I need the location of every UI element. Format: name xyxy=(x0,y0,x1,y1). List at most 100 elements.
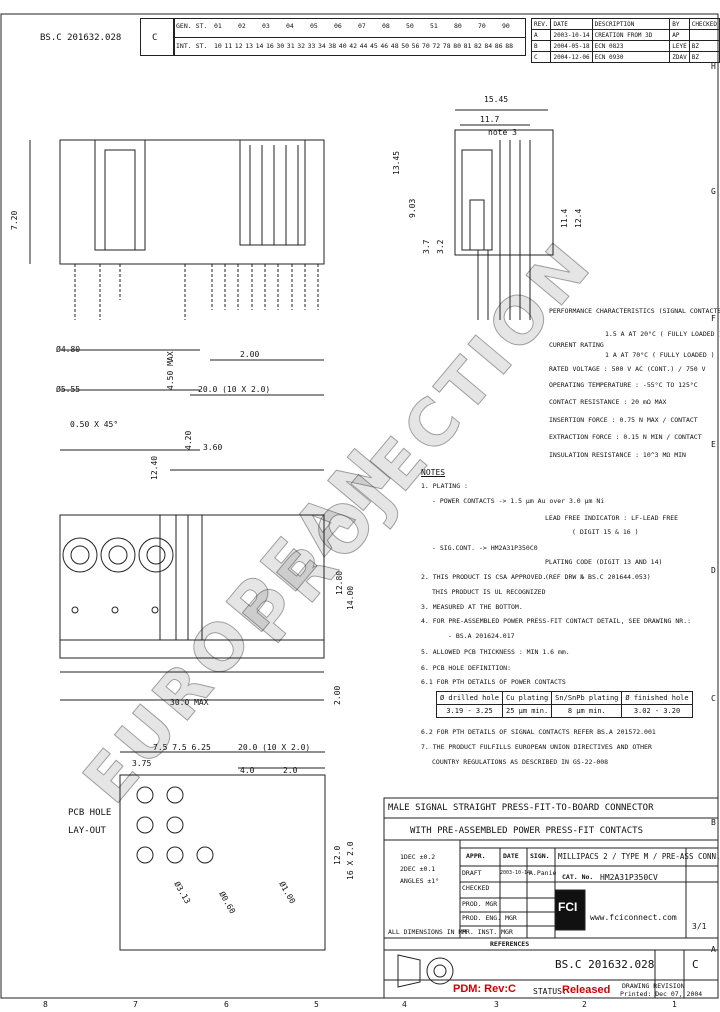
rev-header-date: DATE xyxy=(550,18,593,30)
dim-4-20: 4.20 xyxy=(184,430,193,450)
position-cell: 07 xyxy=(358,22,366,30)
website-text: www.fciconnect.com xyxy=(590,913,677,922)
dim-7-5-7-5-6-25: 7.5 7.5 6.25 xyxy=(153,743,211,752)
performance-row: EXTRACTION FORCE : 0.15 N MIN / CONTACT xyxy=(549,433,702,441)
border-letter: B xyxy=(711,818,716,827)
status-label: STATUS: xyxy=(533,987,567,996)
footer-doc-number: BS.C 201632.028 xyxy=(555,958,655,971)
position-cell: 33 xyxy=(307,42,316,50)
sign-label: SIGN. xyxy=(530,852,550,860)
note-5: 5. ALLOWED PCB THICKNESS : MIN 1.6 mm. xyxy=(421,648,570,656)
dim-14-00: 14.00 xyxy=(346,585,355,610)
references-label: REFERENCES xyxy=(490,940,530,948)
prod-eng-label: PROD. ENG. MGR xyxy=(462,914,517,922)
performance-row: RATED VOLTAGE : 500 V AC (CONT.) / 750 V xyxy=(549,365,706,373)
position-cell: 70 xyxy=(422,42,430,50)
pth-table: Ø drilled hole Cu plating Sn/SnPb platin… xyxy=(435,691,693,718)
note-2b: (REF DRW № BS.C 201644.053) xyxy=(545,573,651,581)
dim-30-0-max: 30.0 MAX xyxy=(170,698,209,707)
pr-inst-label: PR. INST. MGR xyxy=(462,928,513,936)
position-table-divider xyxy=(174,37,526,38)
position-cell: 78 xyxy=(442,42,451,50)
position-cell: 82 xyxy=(474,42,482,50)
border-letter: E xyxy=(711,440,716,449)
performance-title: PERFORMANCE CHARACTERISTICS (SIGNAL CONT… xyxy=(549,307,720,315)
table-row: 3.19 - 3.25 25 µm min. 8 µm min. 3.02 - … xyxy=(435,704,693,718)
position-gen-label: GEN. ST. xyxy=(176,22,208,30)
performance-row: 1 A AT 70°C ( FULLY LOADED ) xyxy=(605,351,715,359)
position-cell: 45 xyxy=(370,42,378,50)
position-cell: 08 xyxy=(382,22,390,30)
position-cell: 31 xyxy=(286,42,295,50)
dim-7-20: 7.20 xyxy=(10,210,19,230)
border-number: 2 xyxy=(582,1000,587,1009)
note-7a: 7. THE PRODUCT FULFILLS EUROPEAN UNION D… xyxy=(421,743,652,751)
position-cell: 34 xyxy=(318,42,326,50)
revision-table: REV. DATE DESCRIPTION BY CHECKED A 2003-… xyxy=(530,18,720,63)
dim-11-4: 11.4 xyxy=(560,208,569,228)
note-1b: LEAD FREE INDICATOR : LF-LEAD FREE xyxy=(545,514,679,522)
dim-4-50-max: 4.50 MAX xyxy=(166,351,175,390)
border-number: 5 xyxy=(314,1000,319,1009)
dim-12-40: 12.40 xyxy=(150,455,159,480)
checked-label: CHECKED xyxy=(462,884,490,892)
fci-logo-icon: FCI xyxy=(558,900,578,914)
position-cell: 44 xyxy=(359,42,368,50)
position-cell: 70 xyxy=(478,22,486,30)
note-6-1: 6.1 FOR PTH DETAILS OF POWER CONTACTS xyxy=(421,678,566,686)
draft-sign: A.Panie xyxy=(529,869,557,877)
dim-2-00: 2.00 xyxy=(240,350,260,359)
position-cell: 04 xyxy=(286,22,294,30)
note-1e: PLATING CODE (DIGIT 13 AND 14) xyxy=(545,558,663,566)
dim-4-0: 4.0 xyxy=(240,766,255,775)
position-cell: 72 xyxy=(432,42,441,50)
position-cell: 14 xyxy=(255,42,264,50)
border-letter: G xyxy=(711,187,716,196)
position-cell: 56 xyxy=(411,42,420,50)
note-2c: THIS PRODUCT IS UL RECOGNIZED xyxy=(432,588,546,596)
pth-header: Sn/SnPb plating xyxy=(551,691,623,705)
header-doc-number: BS.C 201632.028 xyxy=(40,33,122,43)
dim-12-4: 12.4 xyxy=(574,208,583,228)
note-1: 1. PLATING : xyxy=(421,482,468,490)
table-row: B 2004-05-18 ECN 0823 LEYE BZ xyxy=(530,40,720,52)
title-line-1: MALE SIGNAL STRAIGHT PRESS-FIT-TO-BOARD … xyxy=(388,803,654,813)
header-rev-letter: C xyxy=(152,33,158,43)
dim-20-0-pcb: 20.0 (10 X 2.0) xyxy=(238,743,311,752)
note-1d: - SIG.CONT. -> HM2A31P350C0 xyxy=(432,544,538,552)
dim-12-0: 12.0 xyxy=(333,845,342,865)
position-cell: 12 xyxy=(234,42,243,50)
rev-header-rev: REV. xyxy=(530,18,552,30)
dims-note: ALL DIMENSIONS IN MM xyxy=(388,928,467,936)
title-line-2: WITH PRE-ASSEMBLED POWER PRESS-FIT CONTA… xyxy=(410,826,643,836)
border-number: 8 xyxy=(43,1000,48,1009)
dim-12-80: 12.80 xyxy=(335,570,344,595)
position-cell: 86 xyxy=(494,42,503,50)
table-row: C 2004-12-06 ECN 0930 ZDAV BZ xyxy=(530,51,720,63)
note-1a: - POWER CONTACTS -> 1.5 µm Au over 3.0 µ… xyxy=(432,497,605,505)
pdm-rev: PDM: Rev:C xyxy=(453,983,516,995)
position-cell: 03 xyxy=(262,22,270,30)
dim-3-2: 3.2 xyxy=(436,239,445,254)
position-cell: 38 xyxy=(328,42,337,50)
note-3: 3. MEASURED AT THE BOTTOM. xyxy=(421,603,523,611)
border-letter: C xyxy=(711,694,716,703)
position-cell: 50 xyxy=(401,42,410,50)
position-cell: 16 xyxy=(266,42,274,50)
pth-header: Ø drilled hole xyxy=(435,691,504,705)
position-cell: 80 xyxy=(453,42,462,50)
border-number: 4 xyxy=(402,1000,407,1009)
position-cell: 48 xyxy=(390,42,399,50)
dim-15-45: 15.45 xyxy=(484,95,509,104)
position-cell: 50 xyxy=(406,22,414,30)
position-cell: 81 xyxy=(463,42,472,50)
dim-9-03: 9.03 xyxy=(408,198,417,218)
status-value: Released xyxy=(562,984,611,996)
border-letter: F xyxy=(711,314,716,323)
dim-2-0: 2.0 xyxy=(283,766,298,775)
product-name: MILLIPACS 2 / TYPE M / PRE-ASS CONN. xyxy=(558,852,720,861)
border-number: 6 xyxy=(224,1000,229,1009)
note-7b: COUNTRY REGULATIONS AS DESCRIBED IN GS-2… xyxy=(432,758,609,766)
position-cell: 11 xyxy=(224,42,233,50)
